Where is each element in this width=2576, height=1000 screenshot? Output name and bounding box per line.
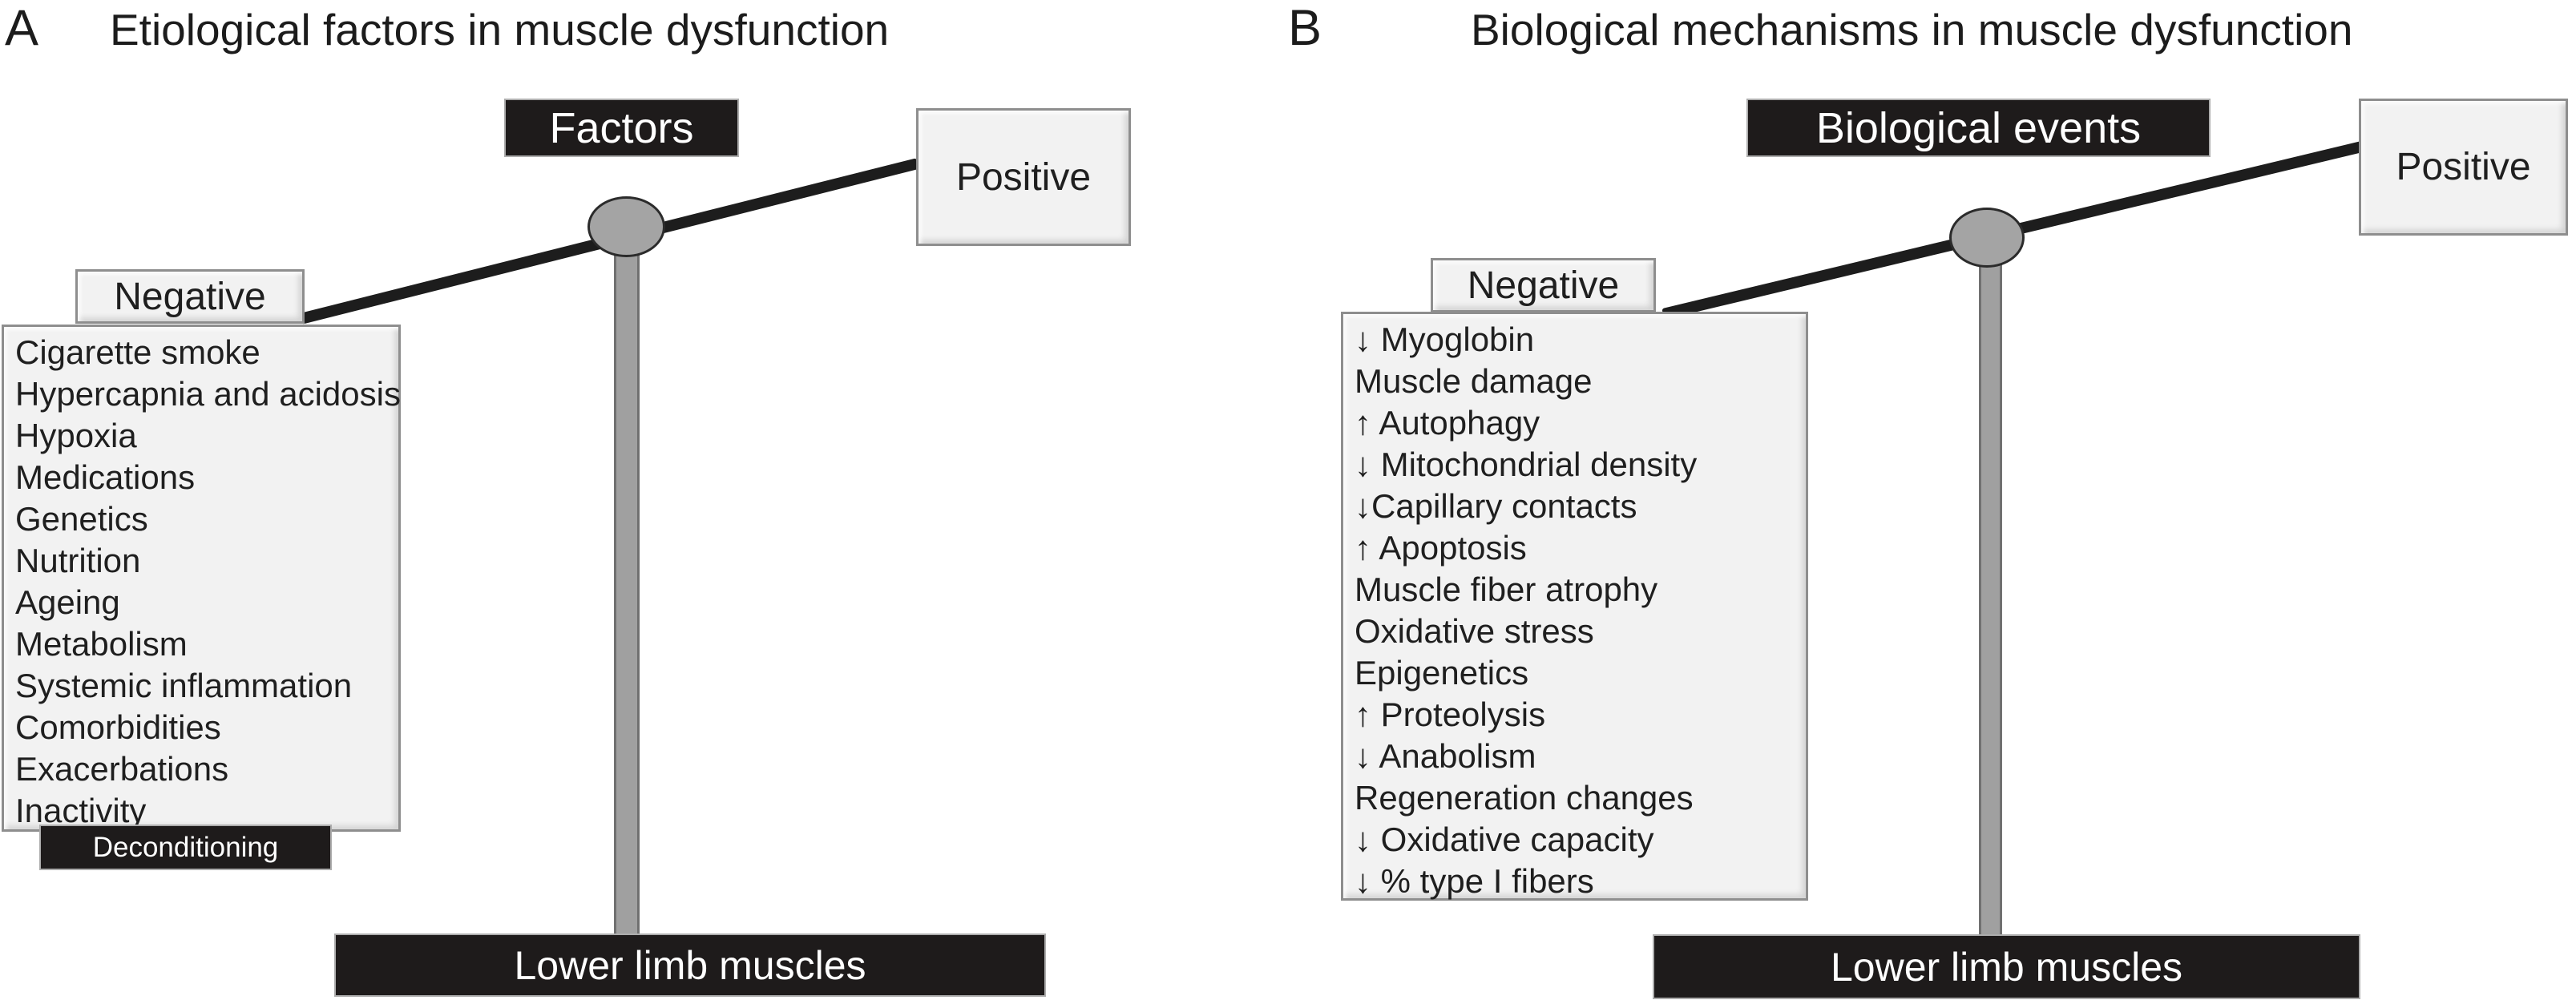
list-item: Regeneration changes [1355,779,1694,817]
positive-label-a: Positive [955,155,1092,199]
negative-box-b: Negative [1431,258,1656,312]
list-item: Systemic inflammation [15,667,353,704]
list-item: Hypoxia [15,417,137,454]
positive-label-b: Positive [2396,146,2531,188]
list-item: ↓ % type I fibers [1355,862,1594,900]
list-item: Muscle damage [1355,362,1593,400]
list-item: Metabolism [15,625,188,663]
negative-mechanisms-list-b: ↓ Myoglobin Muscle damage ↑ Autophagy ↓ … [1341,312,1808,901]
positive-box-a: Positive [916,108,1131,246]
list-item: Comorbidities [15,708,221,746]
list-item: ↓ Oxidative capacity [1355,821,1654,858]
list-item: Muscle fiber atrophy [1355,571,1658,608]
base-box-b: Lower limb muscles [1653,934,2360,999]
panel-b-letter: B [1288,0,1322,56]
list-item: ↑ Apoptosis [1355,529,1527,567]
list-item: Cigarette smoke [15,333,260,371]
pivot-ellipse-icon-b [1949,208,2025,268]
list-item: ↑ Proteolysis [1355,696,1546,733]
list-item: Ageing [15,583,120,621]
list-item: Exacerbations [15,750,229,788]
list-item: Hypercapnia and acidosis [15,375,401,413]
biological-events-label-text: Biological events [1815,103,2142,152]
list-item: ↓ Mitochondrial density [1355,446,1698,483]
negative-factors-list-a: Cigarette smoke Hypercapnia and acidosis… [2,325,401,832]
pivot-ellipse-icon-a [587,196,665,257]
list-item: Medications [15,458,196,496]
list-item: Oxidative stress [1355,612,1594,650]
negative-label-b: Negative [1467,264,1620,307]
positive-box-b: Positive [2359,99,2568,236]
list-item: Nutrition [15,542,141,579]
biological-events-label-box: Biological events [1746,99,2211,157]
deconditioning-label: Deconditioning [92,831,279,863]
base-label-b: Lower limb muscles [1830,944,2182,990]
panel-a-letter: A [5,0,39,56]
factors-label-box: Factors [504,99,739,157]
deconditioning-box: Deconditioning [39,825,332,870]
factors-label-text: Factors [549,103,694,152]
panel-b-title: Biological mechanisms in muscle dysfunct… [1471,5,2353,54]
list-item: ↓ Anabolism [1355,737,1536,775]
support-post-b [1979,260,2002,935]
base-label-a: Lower limb muscles [514,942,866,988]
negative-box-a: Negative [75,269,305,324]
panel-a-title: Etiological factors in muscle dysfunctio… [110,5,890,54]
base-box-a: Lower limb muscles [334,933,1046,997]
list-item: Genetics [15,500,148,538]
list-item: ↓Capillary contacts [1355,487,1637,525]
list-item: Inactivity [15,792,147,829]
list-item: Epigenetics [1355,654,1529,692]
negative-label-a: Negative [114,275,266,318]
list-item: ↓ Myoglobin [1355,321,1535,358]
support-post-a [614,248,640,935]
list-item: ↑ Autophagy [1355,404,1540,442]
